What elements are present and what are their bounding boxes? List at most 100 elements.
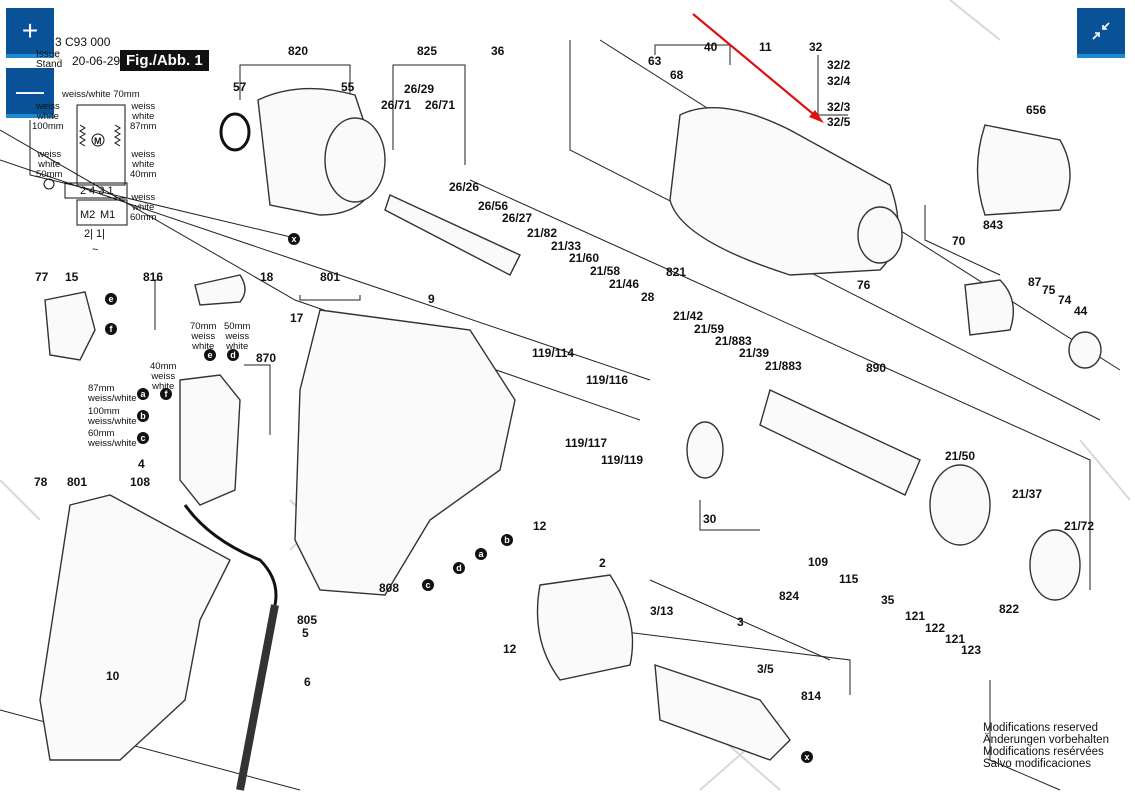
part-label: 32/3: [827, 100, 851, 114]
part-label: 21/39: [739, 346, 770, 360]
issue-label-en: Issue: [36, 49, 60, 60]
m2-label: M2: [80, 209, 96, 221]
part-label: 109: [808, 555, 829, 569]
marker-b: b: [137, 410, 149, 422]
notice-de: Änderungen vorbehalten: [983, 734, 1109, 746]
part-label: 74: [1058, 293, 1072, 307]
part-label: 822: [999, 602, 1020, 616]
part-label: 11: [759, 40, 772, 54]
part-label: 12: [533, 519, 547, 533]
part-label: 21/33: [551, 239, 582, 253]
part-label: 21/58: [590, 264, 621, 278]
part-label: 36: [491, 44, 505, 58]
part-label: 32/2: [827, 58, 851, 72]
part-label: 76: [857, 278, 871, 292]
marker-a-motor: a: [475, 548, 487, 560]
bottom-terminals: 2| 1|: [84, 228, 106, 240]
part-label: 21/82: [527, 226, 558, 240]
part-label: 843: [983, 218, 1004, 232]
part-label: 21/42: [673, 309, 704, 323]
part-label: 21/72: [1064, 519, 1095, 533]
terminal-numbers: 2 4 3 1: [80, 185, 114, 197]
part-label: 824: [779, 589, 800, 603]
part-label: 816: [143, 270, 164, 284]
part-label: 2: [599, 556, 606, 570]
part-label: 26/71: [425, 98, 456, 112]
notice-en: Modifications reserved: [983, 722, 1099, 734]
part-label: 3/13: [650, 604, 674, 618]
part-label: 123: [961, 643, 982, 657]
part-label: 808: [379, 581, 400, 595]
marker-c: c: [137, 432, 149, 444]
part-label: 77: [35, 270, 49, 284]
marker-e-brush: e: [105, 293, 117, 305]
power-cord: [236, 604, 279, 791]
ac-symbol: ~: [92, 244, 99, 256]
part-label: 119/117: [565, 436, 608, 450]
marker-x-gear: x: [288, 233, 300, 245]
notice-es: Salvo modificaciones: [983, 758, 1092, 770]
part-label: 9: [428, 292, 435, 306]
part-label: 15: [65, 270, 79, 284]
part-label: 656: [1026, 103, 1047, 117]
part-label: 21/59: [694, 322, 725, 336]
part-label: 122: [925, 621, 946, 635]
part-label: 825: [417, 44, 438, 58]
part-label: 3/5: [757, 662, 774, 676]
part-label: 121: [905, 609, 926, 623]
part-label: 119/116: [586, 373, 629, 387]
part-label: 26/71: [381, 98, 412, 112]
part-label: 21/46: [609, 277, 640, 291]
marker-b-motor: b: [501, 534, 513, 546]
marker-e: e: [204, 349, 216, 361]
modifications-notice: Modifications reserved Änderungen vorbeh…: [983, 722, 1109, 770]
part-label: 32/4: [827, 74, 851, 88]
part-label: 28: [641, 290, 655, 304]
part-label: 26/29: [404, 82, 435, 96]
marker-c-motor: c: [422, 579, 434, 591]
part-label: 32: [809, 40, 823, 54]
zoom-out-button[interactable]: —: [6, 68, 54, 118]
part-label: 3: [737, 615, 744, 629]
part-label: 63: [648, 54, 662, 68]
power-cord-wires: [183, 504, 278, 606]
wiring-schematic: [43, 104, 128, 226]
part-label: 805: [297, 613, 318, 627]
part-label: 75: [1042, 283, 1056, 297]
part-label: 115: [839, 572, 859, 586]
component-outlines: [39, 87, 1102, 761]
part-label: 801: [320, 270, 341, 284]
part-label: 108: [130, 475, 151, 489]
part-label: 70: [952, 234, 966, 248]
part-label: 30: [703, 512, 717, 526]
part-label: 10: [106, 669, 120, 683]
part-label: 78: [34, 475, 48, 489]
part-label: 21/37: [1012, 487, 1043, 501]
part-label: 801: [67, 475, 88, 489]
part-label: 40: [704, 40, 718, 54]
marker-a: a: [137, 388, 149, 400]
notice-fr: Modifications resérvées: [983, 746, 1104, 758]
part-label: 44: [1074, 304, 1088, 318]
annotation-arrow-head: [809, 110, 824, 123]
part-label: 35: [881, 593, 895, 607]
part-label: 21/50: [945, 449, 976, 463]
marker-f: f: [160, 388, 172, 400]
wire-label-top: weiss/white 70mm: [62, 89, 140, 100]
marker-f-brush: f: [105, 323, 117, 335]
part-label: 87: [1028, 275, 1042, 289]
figure-title: Fig./Abb. 1: [120, 50, 209, 71]
part-label: 18: [260, 270, 274, 284]
part-label: 26/26: [449, 180, 480, 194]
zoom-in-button[interactable]: +: [6, 8, 54, 58]
part-label: 4: [138, 457, 145, 471]
marker-d-motor: d: [453, 562, 465, 574]
issue-date: 20-06-29: [72, 54, 121, 68]
exit-fullscreen-button[interactable]: [1077, 8, 1125, 58]
